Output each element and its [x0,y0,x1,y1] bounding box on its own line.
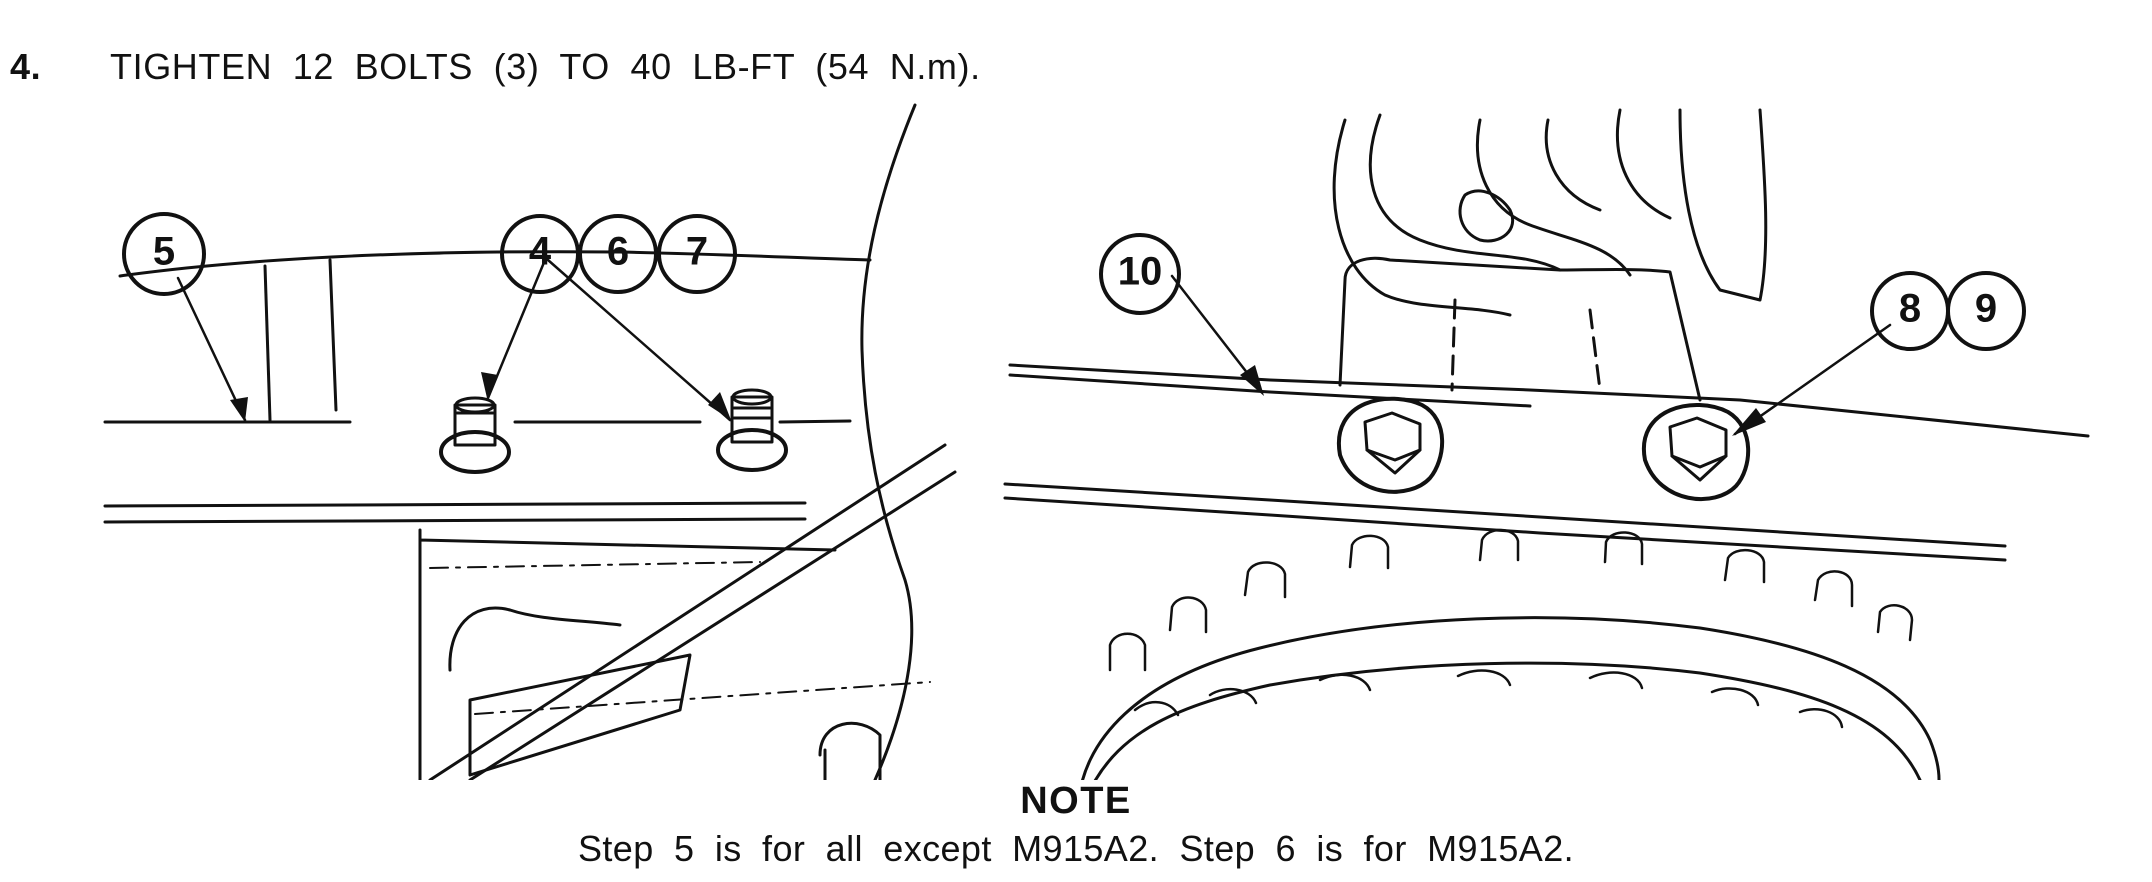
right-casting-1 [1332,118,1512,317]
left-bolt-1 [439,396,511,474]
callout-5: 5 [153,230,175,274]
callout-8: 8 [1899,287,1921,331]
note-text: Step 5 is for all except M915A2. Step 6 … [577,828,1575,869]
right-channel-bottom-2 [1003,496,2007,562]
right-channel-bottom-1 [1003,482,2007,548]
right-leaders [1170,274,1892,436]
right-upper-channel-bottom [1008,373,1532,408]
right-flange-inner [1093,661,1922,780]
procedure-step-4: 4. TIGHTEN 12 BOLTS (3) TO 40 LB-FT (54 … [10,40,981,94]
assembly-line-drawing: 5 4 6 7 10 8 9 [103,103,2090,780]
right-casting-2 [1368,113,1562,272]
right-casting-5 [1615,108,1672,220]
left-strap-inner [468,470,957,780]
callout-7: 7 [686,230,708,274]
right-casting-4 [1544,118,1602,212]
right-casting-3 [1475,118,1632,277]
technical-illustration: 5 4 6 7 10 8 9 [0,100,2152,780]
left-panel-line-1 [263,264,272,422]
left-frame-top-edge [103,419,852,424]
right-hose [1458,189,1515,243]
right-bolt-large-2 [1641,403,1751,501]
note-block: NOTE Step 5 is for all except M915A2. St… [0,779,2152,870]
left-bracket-window [448,606,622,672]
step-number: 4. [10,46,42,87]
step-instruction: TIGHTEN 12 BOLTS (3) TO 40 LB-FT (54 N.m… [110,46,981,87]
left-upper-surface [118,250,872,278]
left-dimension-lower [474,681,931,715]
right-arrowheads [1240,365,1766,436]
left-view [103,103,957,780]
left-tab [818,721,882,780]
left-strap-outer [428,443,947,780]
leader-5 [176,276,247,422]
left-large-curve [860,103,917,780]
left-bolt-2 [716,388,788,472]
note-title: NOTE [1020,780,1132,822]
right-view [1003,108,2090,780]
callout-balloons [122,212,2026,351]
left-arrowheads [230,372,731,422]
left-bracket-outline [418,528,837,780]
left-plate [468,653,692,777]
right-mount-block [1338,256,1702,402]
right-mount-dashed-2 [1588,308,1602,392]
left-panel-line-2 [328,258,338,412]
left-frame-lower-edge-2 [103,517,807,524]
callout-6: 6 [607,230,629,274]
right-casting-6 [1678,108,1768,302]
right-upper-channel-top [1008,363,2090,438]
flange-bolts [1108,528,1914,729]
left-frame-lower-edge [103,501,807,508]
callout-10: 10 [1118,250,1163,294]
callout-4: 4 [529,230,552,274]
left-dimension-upper [429,561,761,569]
left-leaders [176,258,732,422]
right-mount-dashed-1 [1450,298,1457,392]
right-flange-outer [1081,616,1941,780]
right-bolt-large-1 [1336,396,1445,494]
leader-4-b [546,258,732,422]
callout-9: 9 [1975,287,1997,331]
